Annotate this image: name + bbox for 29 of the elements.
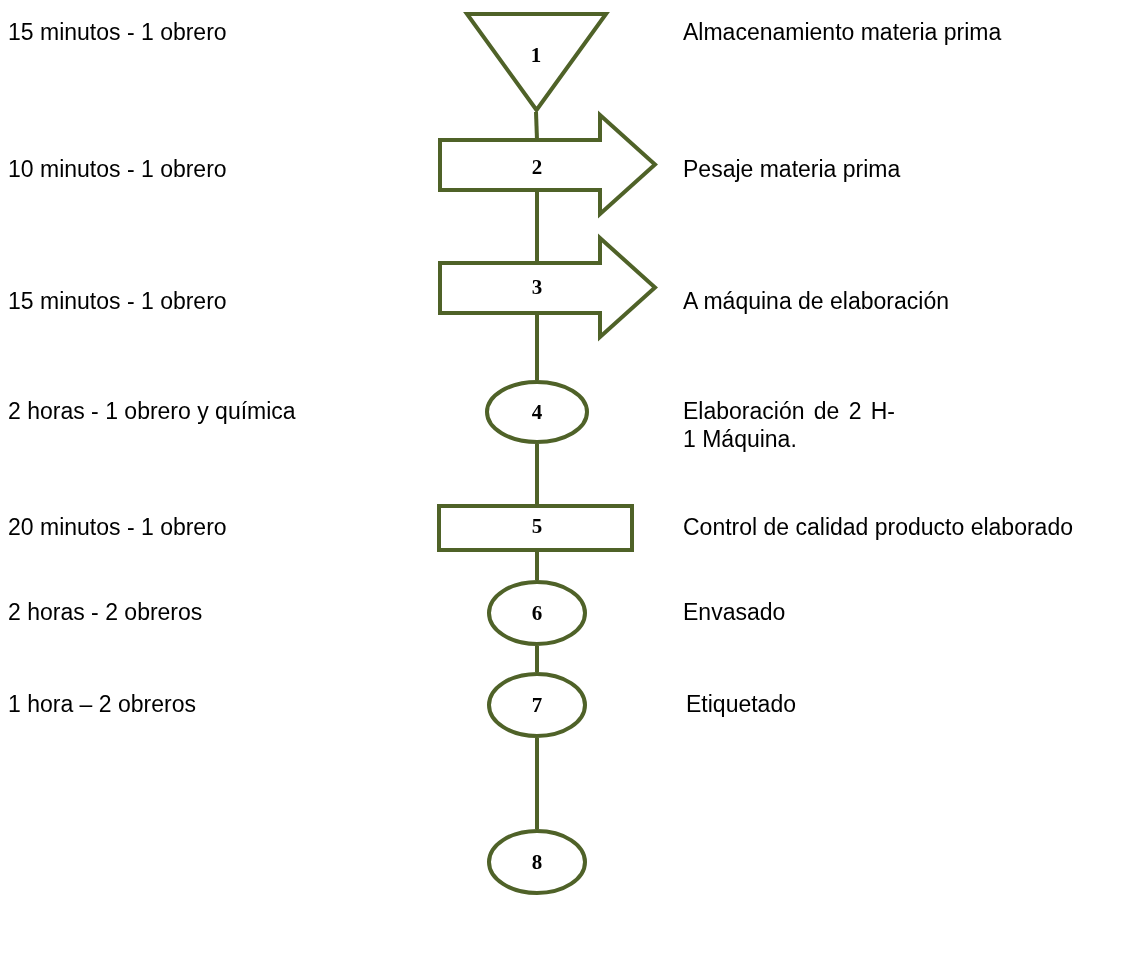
connector-line — [534, 111, 539, 141]
time-and-workers-text: 2 horas - 2 obreros — [8, 598, 204, 626]
connector-line — [535, 738, 539, 829]
step-description: Control de calidad producto elaborado — [683, 513, 1074, 541]
time-and-workers-text: 2 horas - 1 obrero y química — [8, 397, 297, 425]
time-and-workers-text: 15 minutos - 1 obrero — [8, 18, 228, 46]
connector-line — [535, 190, 539, 263]
time-and-workers-text: 1 hora – 2 obreros — [8, 690, 197, 718]
step-number: 5 — [531, 514, 543, 538]
step-description: Almacenamiento materia prima — [683, 18, 1003, 46]
connector-line — [535, 552, 539, 580]
time-and-workers-text: 20 minutos - 1 obrero — [8, 513, 228, 541]
connector-line — [535, 444, 539, 504]
step-number: 2 — [531, 155, 543, 179]
step-number: 6 — [531, 601, 543, 625]
step-number: 3 — [531, 275, 543, 299]
step-number: 7 — [531, 693, 543, 717]
time-and-workers-text: 10 minutos - 1 obrero — [8, 155, 228, 183]
connector-line — [535, 646, 539, 672]
connector-line — [535, 313, 539, 380]
time-and-workers-text: 15 minutos - 1 obrero — [8, 287, 228, 315]
step-description: Pesaje materia prima — [683, 155, 902, 183]
step-description: Elaboración de 2 H- 1 Máquina. — [683, 397, 895, 453]
step-description: Etiquetado — [686, 690, 797, 718]
step-number: 8 — [531, 850, 543, 874]
step-number: 1 — [530, 43, 542, 67]
step-number: 4 — [531, 400, 543, 424]
step-description: Envasado — [683, 598, 787, 626]
step-description: A máquina de elaboración — [683, 287, 950, 315]
